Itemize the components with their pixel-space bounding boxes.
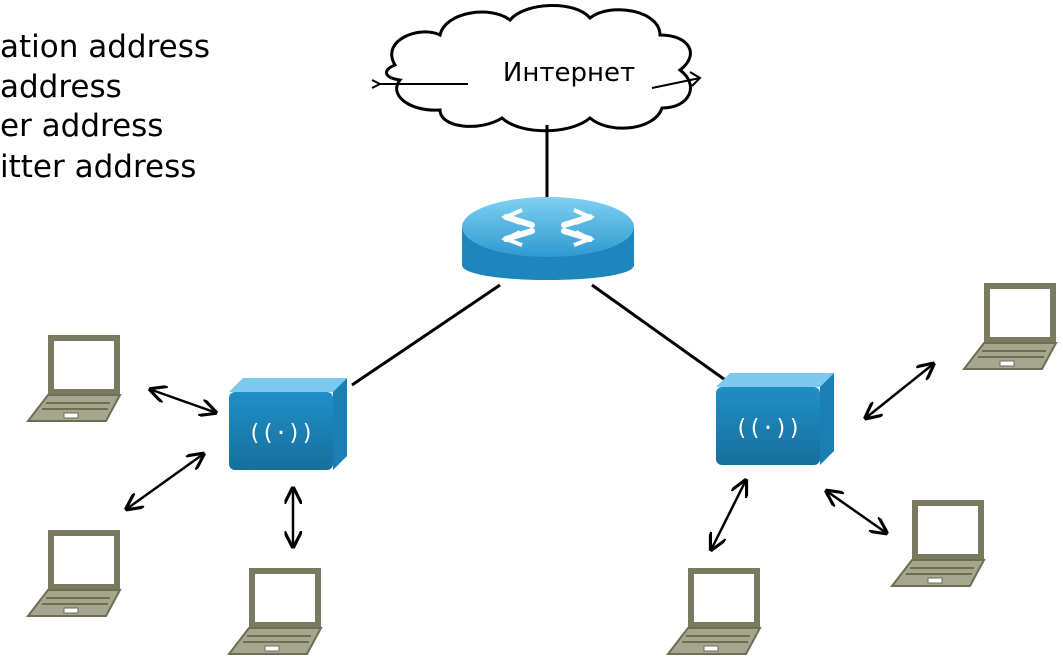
router-icon [462, 197, 634, 280]
wireless-arrow [712, 482, 745, 548]
laptop-icon [667, 567, 761, 655]
wireless-arrow [828, 492, 885, 532]
bullet-source-address: address [0, 69, 122, 105]
laptop-icon [27, 334, 121, 422]
wireless-arrow [128, 455, 202, 508]
access-point-icon [229, 378, 347, 470]
access-point-icon [716, 373, 834, 465]
cloud-label: Интернет [502, 58, 636, 88]
cloud-icon [371, 4, 702, 133]
laptop-icon [228, 567, 322, 655]
laptop-icon [27, 529, 121, 617]
laptop-icon [963, 282, 1057, 370]
wireless-arrow [867, 365, 932, 417]
link-router-ap-left [351, 283, 501, 387]
bullet-receiver-address: er address [0, 108, 164, 144]
wireless-arrow [152, 390, 214, 412]
bullet-destination-address: ation address [0, 29, 211, 65]
link-router-ap-right [591, 283, 729, 384]
laptop-icon [891, 499, 985, 587]
bullet-transmitter-address: itter address [0, 149, 197, 185]
